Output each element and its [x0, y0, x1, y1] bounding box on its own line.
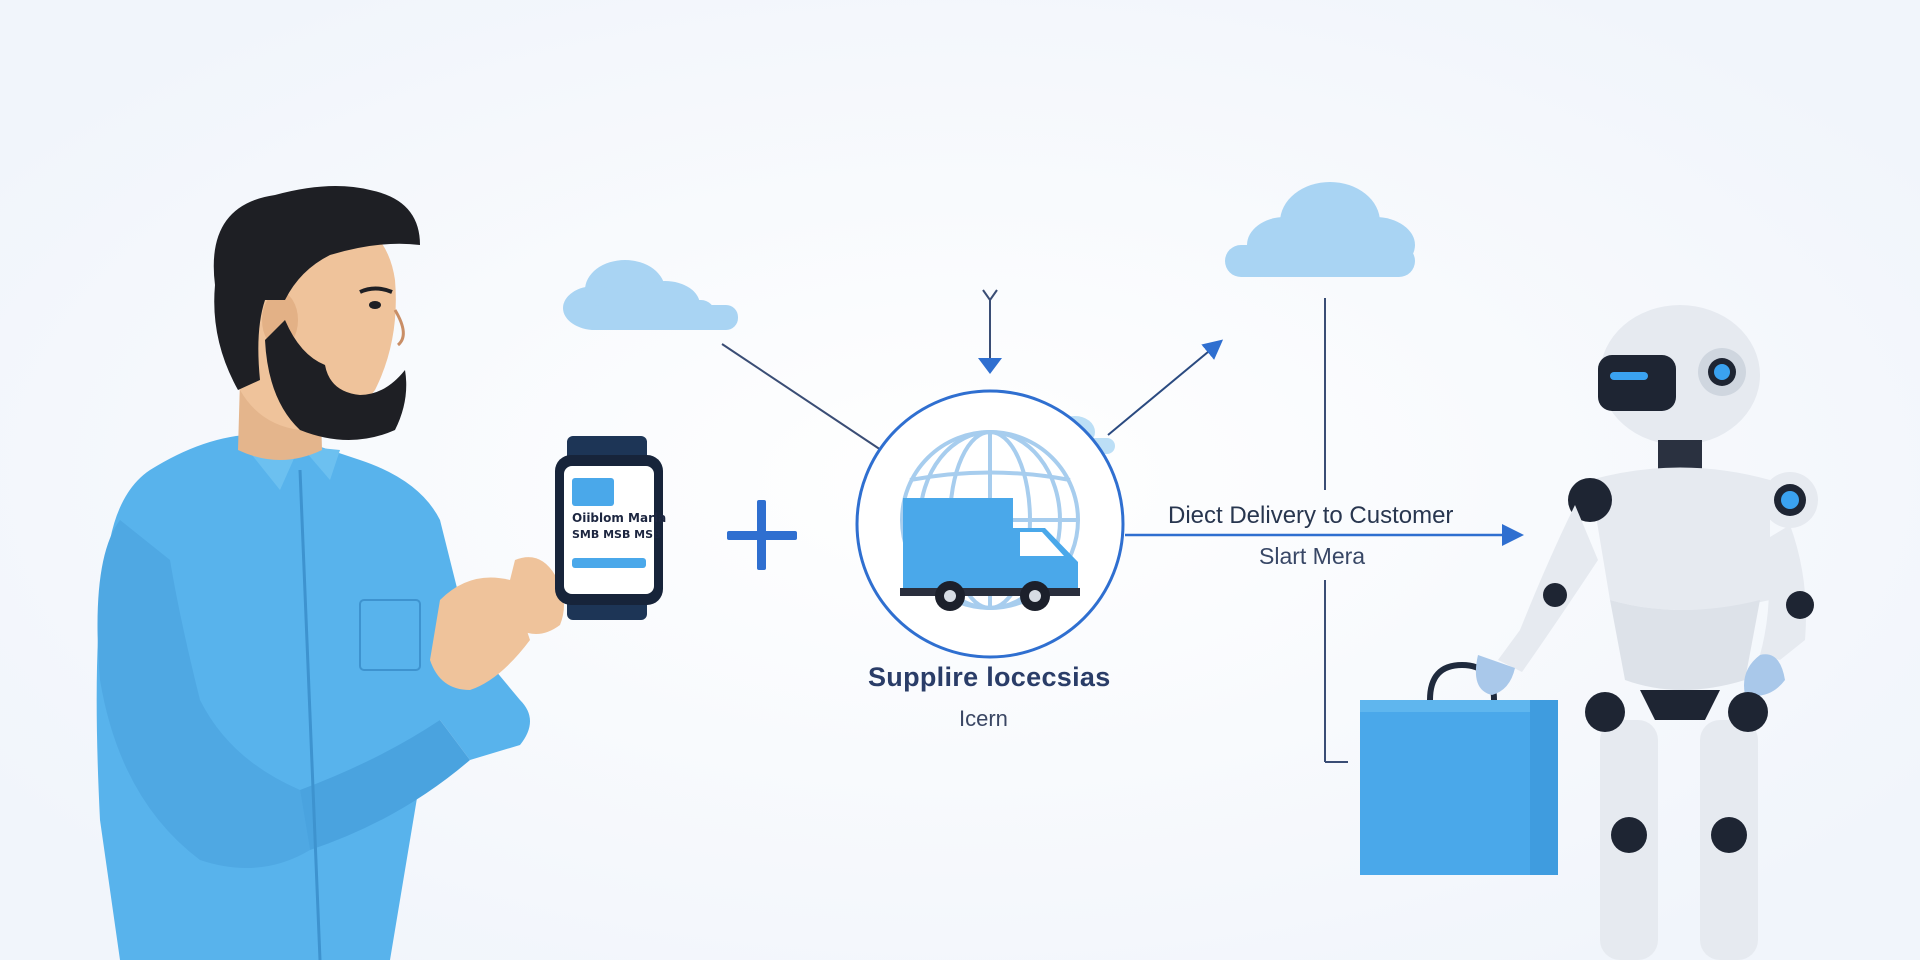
hub-label: Supplire locecsias [868, 662, 1111, 692]
truck-icon [900, 498, 1080, 611]
shopping-bag-icon [1360, 661, 1558, 875]
arrow-icon [978, 289, 1002, 374]
hub-sublabel: Icern [959, 706, 1008, 731]
delivery-label: Diect Delivery to Customer [1168, 502, 1454, 529]
plus-icon [727, 500, 797, 570]
cloud-icon [1225, 182, 1415, 277]
phone-screen-title: Oiiblom Marla [572, 511, 667, 525]
person-figure [96, 186, 564, 960]
delivery-sublabel: Slart Mera [1259, 543, 1366, 569]
arrow-icon [1125, 524, 1524, 546]
smartphone-icon [555, 436, 663, 620]
cloud-icon [563, 260, 738, 330]
phone-screen-subtitle: SMB MSB MSB [572, 528, 662, 541]
robot-figure [1475, 305, 1818, 960]
